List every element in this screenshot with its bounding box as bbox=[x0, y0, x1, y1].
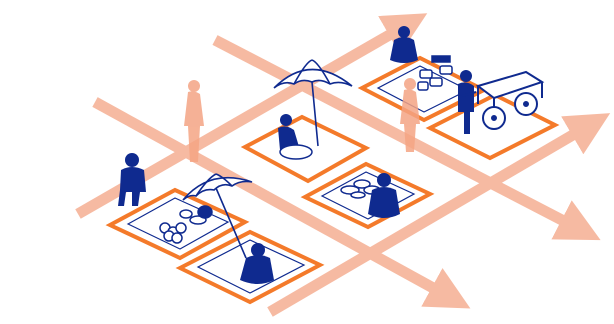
vendor-figures bbox=[118, 26, 474, 284]
pedestrians bbox=[184, 78, 420, 162]
vendor-icon bbox=[390, 26, 418, 63]
vendor-icon bbox=[240, 243, 274, 284]
produce-icon bbox=[417, 55, 453, 91]
arrow-icon bbox=[212, 35, 601, 241]
pedestrian-icon bbox=[184, 80, 204, 162]
arrow-icon bbox=[267, 113, 611, 317]
cart-icon bbox=[461, 70, 545, 130]
vendor-icon bbox=[368, 173, 400, 218]
umbrella-icon bbox=[273, 59, 353, 147]
vendor-icon bbox=[118, 153, 146, 206]
vendor-icon bbox=[278, 114, 313, 160]
produce-icon bbox=[159, 205, 213, 244]
umbrella-icon bbox=[182, 173, 253, 259]
arrow-icon bbox=[92, 97, 471, 309]
produce-items bbox=[159, 55, 453, 244]
pedestrian-icon bbox=[400, 78, 420, 152]
plot-middle-produce bbox=[300, 161, 435, 230]
